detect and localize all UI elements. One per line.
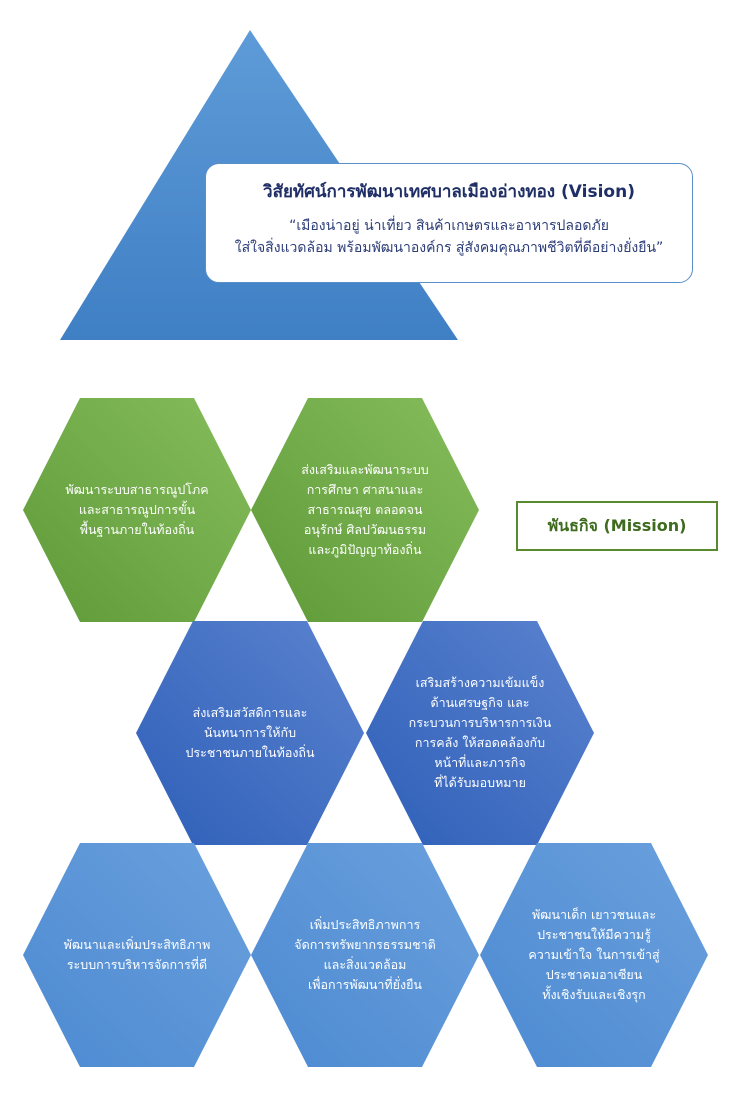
mission-text-line: ประชาชนให้มีความรู้ [537,927,651,942]
mission-text-line: เพื่อการพัฒนาที่ยั่งยืน [308,977,422,992]
mission-text-line: ประชาชนภายในท้องถิ่น [185,745,315,760]
mission-text-1: พัฒนาระบบสาธารณูปโภคและสาธารณูปการขั้นพื… [27,430,247,590]
mission-text-line: ทั้งเชิงรับและเชิงรุก [542,987,646,1002]
mission-text-2: ส่งเสริมและพัฒนาระบบการศึกษา ศาสนาและสาธ… [255,430,475,590]
mission-text-line: สาธารณสุข ตลอดจน [307,502,423,517]
mission-text-line: ระบบการบริหารจัดการที่ดี [66,957,208,972]
mission-text-line: ส่งเสริมและพัฒนาระบบ [301,462,429,477]
mission-text-line: ประชาคมอาเซียน [545,967,643,982]
mission-text-7: พัฒนาเด็ก เยาวชนและประชาชนให้มีความรู้คว… [484,875,704,1035]
mission-text-line: พื้นฐานภายในท้องถิ่น [79,522,195,537]
vision-statement-line-2: ใส่ใจสิ่งแวดล้อม พร้อมพัฒนาองค์กร สู่สัง… [234,240,664,256]
mission-text-line: กระบวนการบริหารการเงิน [408,715,552,730]
mission-text-line: เสริมสร้างความเข้มแข็ง [415,675,545,690]
mission-text-line: การคลัง ให้สอดคล้องกับ [414,735,546,750]
mission-hexagon-6 [251,843,479,1067]
mission-text-line: ความเข้าใจ ในการเข้าสู่ [528,947,660,962]
mission-text-line: และสาธารณูปการขั้น [78,502,196,517]
mission-hexagon-2 [251,398,479,622]
vision-box: วิสัยทัศน์การพัฒนาเทศบาลเมืองอ่างทอง (Vi… [205,163,693,283]
vision-statement-line-1: “เมืองน่าอยู่ น่าเที่ยว สินค้าเกษตรและอา… [289,218,609,234]
mission-text-line: จัดการทรัพยากรธรรมชาติ [294,937,436,952]
mission-text-6: เพิ่มประสิทธิภาพการจัดการทรัพยากรธรรมชาต… [255,875,475,1035]
mission-hexagon-4 [366,621,594,845]
mission-text-line: พัฒนาระบบสาธารณูปโภค [65,482,209,497]
vision-title: วิสัยทัศน์การพัฒนาเทศบาลเมืองอ่างทอง (Vi… [263,182,635,202]
mission-text-line: ที่ได้รับมอบหมาย [434,775,526,790]
mission-hexagon-1 [23,398,251,622]
mission-text-3: ส่งเสริมสวัสดิการและนันทนาการให้กับประชา… [140,653,360,813]
mission-text-line: ด้านเศรษฐกิจ และ [430,695,530,710]
mission-hexagon-7 [480,843,708,1067]
mission-label: พันธกิจ (Mission) [516,501,718,551]
mission-text-line: พัฒนาเด็ก เยาวชนและ [531,907,657,922]
mission-text-line: พัฒนาและเพิ่มประสิทธิภาพ [63,937,211,952]
mission-text-line: การศึกษา ศาสนาและ [306,482,424,497]
mission-text-5: พัฒนาและเพิ่มประสิทธิภาพระบบการบริหารจัด… [27,875,247,1035]
mission-text-4: เสริมสร้างความเข้มแข็งด้านเศรษฐกิจ และกร… [370,653,590,813]
mission-text-line: หน้าที่และภารกิจ [434,755,526,770]
mission-text-line: และภูมิปัญญาท้องถิ่น [308,542,422,557]
mission-text-line: ส่งเสริมสวัสดิการและ [192,705,308,720]
mission-text-line: เพิ่มประสิทธิภาพการ [309,917,421,932]
mission-hexagon-5 [23,843,251,1067]
mission-hexagon-3 [136,621,364,845]
mission-text-line: และสิ่งแวดล้อม [323,957,407,972]
mission-text-line: นันทนาการให้กับ [203,725,297,740]
mission-text-line: อนุรักษ์ ศิลปวัฒนธรรม [303,522,427,537]
